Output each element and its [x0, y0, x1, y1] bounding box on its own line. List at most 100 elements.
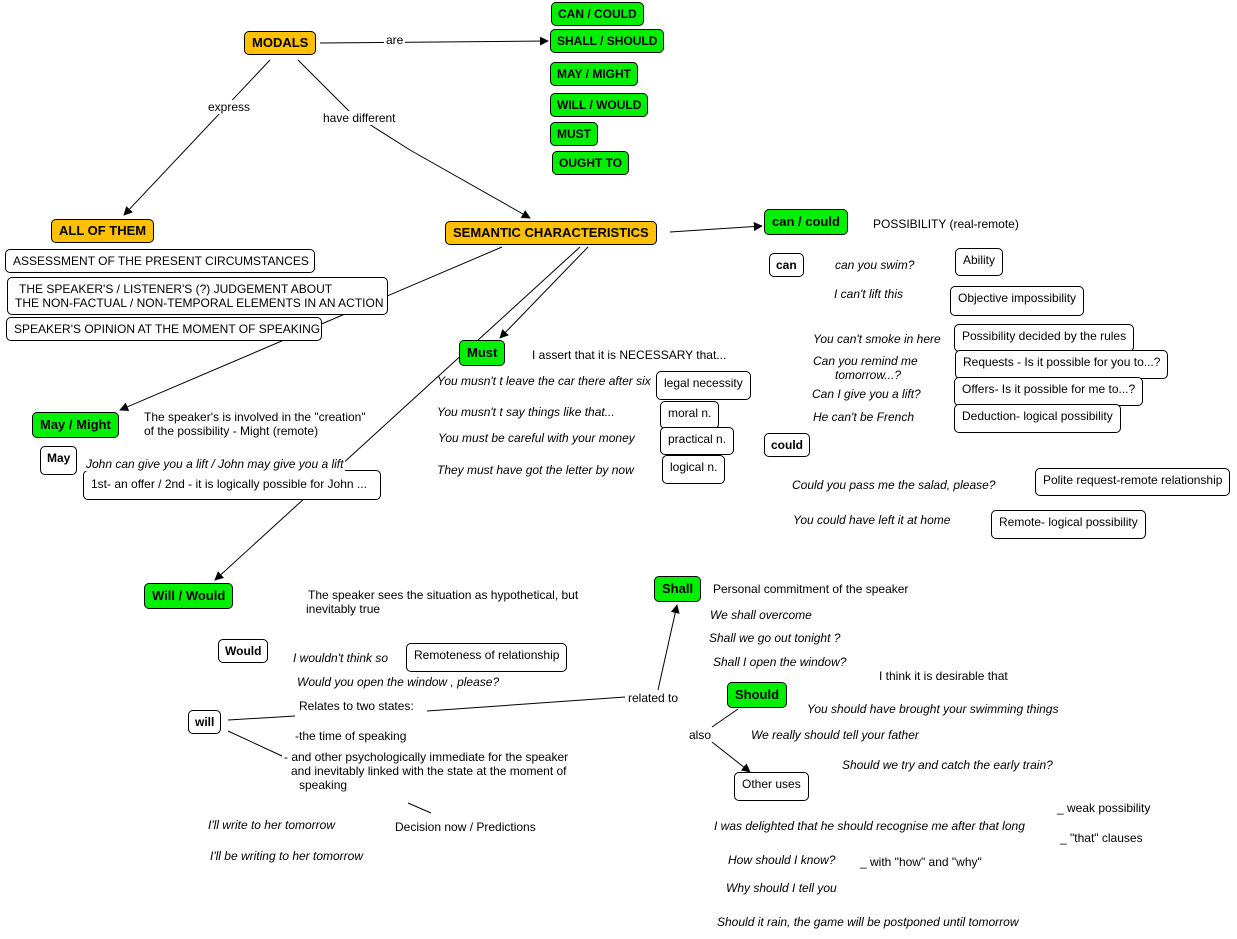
- modal-ought-to[interactable]: OUGHT TO: [552, 151, 630, 175]
- should-node[interactable]: Should: [727, 682, 788, 708]
- can-example-5: Can I give you a lift?: [812, 387, 921, 401]
- other-example-2: How should I know?: [728, 853, 836, 867]
- state-2-line-2: and inevitably linked with the state at …: [291, 764, 567, 778]
- can-example-4-line-1: Can you remind me: [813, 354, 918, 368]
- must-example-3: You must be careful with your money: [438, 431, 635, 445]
- link-modals-are: [319, 36, 549, 46]
- can-example-4-line-2: tomorrow...?: [835, 368, 902, 382]
- can-node[interactable]: can: [769, 253, 804, 277]
- could-node[interactable]: could: [764, 433, 810, 457]
- will-node[interactable]: will: [188, 710, 222, 734]
- could-example-1: Could you pass me the salad, please?: [792, 478, 996, 492]
- shall-example-2: Shall we go out tonight ?: [709, 631, 841, 645]
- label-are: are: [384, 33, 406, 47]
- should-example-3: Should we try and catch the early train?: [842, 758, 1053, 772]
- should-example-2: We really should tell your father: [751, 728, 919, 742]
- must-example-2: You musn't t say things like that...: [437, 405, 615, 419]
- will-would-desc-line-2: inevitably true: [306, 602, 381, 616]
- will-example-2: I'll be writing to her tomorrow: [210, 849, 364, 863]
- will-would-desc-line-1: The speaker sees the situation as hypoth…: [308, 588, 579, 602]
- link-modals-have-different: [297, 59, 531, 219]
- can-meaning-3[interactable]: Possibility decided by the rules: [954, 324, 1135, 352]
- assessment-node[interactable]: ASSESSMENT OF THE PRESENT CIRCUMSTANCES: [5, 249, 315, 273]
- must-meaning-2[interactable]: moral n.: [660, 401, 720, 429]
- label-related-to: related to: [626, 691, 681, 705]
- modal-shall-should[interactable]: SHALL / SHOULD: [550, 29, 665, 53]
- weak-possibility: _ weak possibility: [1057, 801, 1151, 815]
- must-example-1: You musn't t leave the car there after s…: [437, 374, 651, 388]
- can-could-node[interactable]: can / could: [764, 209, 848, 235]
- can-example-6: He can't be French: [813, 410, 915, 424]
- other-example-1: I was delighted that he should recognise…: [714, 819, 1025, 833]
- judgement-line-1: THE SPEAKER'S / LISTENER'S (?) JUDGEMENT…: [19, 282, 333, 296]
- semantic-characteristics-node[interactable]: SEMANTIC CHARACTERISTICS: [445, 221, 657, 245]
- could-example-2: You could have left it at home: [793, 513, 951, 527]
- must-meaning-3[interactable]: practical n.: [660, 427, 735, 455]
- can-meaning-5[interactable]: Offers- Is it possible for me to...?: [954, 377, 1144, 406]
- modals-node[interactable]: MODALS: [244, 31, 317, 55]
- must-node[interactable]: Must: [459, 340, 506, 366]
- link-semantic-must: [499, 246, 589, 339]
- judgement-line-2: THE NON-FACTUAL / NON-TEMPORAL ELEMENTS …: [15, 296, 384, 310]
- all-of-them-node[interactable]: ALL OF THEM: [51, 219, 155, 243]
- may-example-meaning[interactable]: 1st- an offer / 2nd - it is logically po…: [83, 470, 381, 500]
- relates-text: Relates to two states:: [299, 699, 414, 713]
- may-might-node[interactable]: May / Might: [32, 412, 119, 438]
- other-uses-node[interactable]: Other uses: [734, 772, 809, 801]
- can-example-4: Can you remind me tomorrow...?: [813, 354, 918, 382]
- link-relates-related: [426, 696, 626, 712]
- may-might-desc-line-2: of the possibility - Might (remote): [144, 424, 319, 438]
- link-also-other: [711, 741, 751, 773]
- shall-example-3: Shall I open the window?: [713, 655, 847, 669]
- label-also: also: [687, 728, 714, 742]
- link-semantic-can-could: [669, 222, 763, 233]
- could-meaning-2[interactable]: Remote- logical possibility: [991, 510, 1146, 539]
- should-desc: I think it is desirable that: [879, 669, 1008, 683]
- shall-desc: Personal commitment of the speaker: [713, 582, 909, 596]
- can-meaning-1[interactable]: Ability: [955, 248, 1004, 276]
- would-example-1: I wouldn't think so: [293, 651, 389, 665]
- can-example-3: You can't smoke in here: [813, 332, 941, 346]
- opinion-node[interactable]: SPEAKER'S OPINION AT THE MOMENT OF SPEAK…: [6, 317, 322, 341]
- may-node[interactable]: May: [40, 446, 78, 475]
- can-example-2: I can't lift this: [834, 287, 903, 301]
- other-example-3: Why should I tell you: [726, 881, 837, 895]
- must-meaning-1[interactable]: legal necessity: [656, 371, 751, 400]
- will-would-node[interactable]: Will / Would: [144, 583, 234, 609]
- will-would-desc: The speaker sees the situation as hypoth…: [306, 588, 578, 616]
- must-meaning-4[interactable]: logical n.: [662, 455, 726, 484]
- modal-can-could[interactable]: CAN / COULD: [551, 2, 644, 26]
- may-example: John can give you a lift / John may give…: [84, 457, 346, 471]
- may-might-desc: The speaker's is involved in the "creati…: [144, 410, 366, 438]
- must-example-4: They must have got the letter by now: [437, 463, 634, 477]
- shall-node[interactable]: Shall: [654, 576, 702, 602]
- modal-will-would[interactable]: WILL / WOULD: [550, 93, 649, 117]
- remoteness-node[interactable]: Remoteness of relationship: [406, 643, 568, 672]
- can-could-desc: POSSIBILITY (real-remote): [873, 217, 1019, 231]
- modal-may-might[interactable]: MAY / MIGHT: [550, 62, 639, 86]
- can-meaning-4[interactable]: Requests - Is it possible for you to...?: [955, 350, 1169, 379]
- label-have-different: have different: [321, 111, 398, 125]
- would-node[interactable]: Would: [218, 639, 269, 663]
- can-meaning-6[interactable]: Deduction- logical possibility: [954, 404, 1121, 433]
- label-express: express: [206, 100, 253, 114]
- can-meaning-2[interactable]: Objective impossibility: [950, 286, 1085, 316]
- decision-text: Decision now / Predictions: [395, 820, 536, 834]
- state-2: - and other psychologically immediate fo…: [284, 750, 568, 792]
- would-example-2: Would you open the window , please?: [297, 675, 500, 689]
- could-meaning-1[interactable]: Polite request-remote relationship: [1035, 468, 1231, 496]
- may-might-desc-line-1: The speaker's is involved in the "creati…: [144, 410, 366, 424]
- modal-must[interactable]: MUST: [550, 122, 598, 146]
- can-example-1: can you swim?: [835, 258, 915, 272]
- should-example-1: You should have brought your swimming th…: [807, 702, 1059, 716]
- link-will-states: [227, 730, 283, 757]
- link-should-also: [711, 708, 739, 728]
- link-semantic-will: [214, 246, 581, 581]
- that-clauses: _ "that" clauses: [1060, 831, 1143, 845]
- link-related-shall: [657, 604, 680, 691]
- link-modals-express: [123, 59, 271, 216]
- will-example-1: I'll write to her tomorrow: [208, 818, 335, 832]
- state-2-line-3: speaking: [299, 778, 348, 792]
- judgement-node[interactable]: THE SPEAKER'S / LISTENER'S (?) JUDGEMENT…: [7, 277, 388, 315]
- must-desc: I assert that it is NECESSARY that...: [532, 348, 727, 362]
